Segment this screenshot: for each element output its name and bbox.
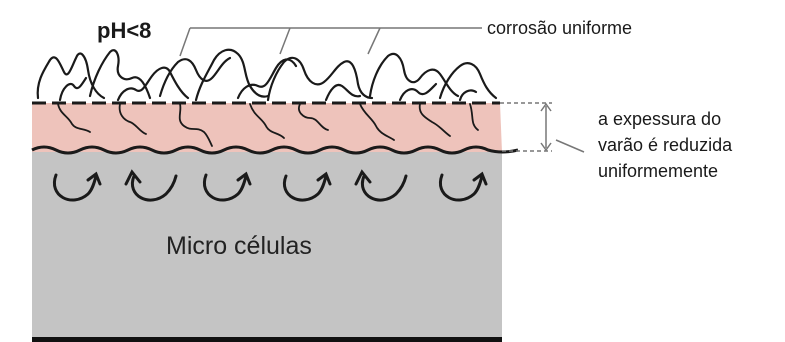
uniform-corrosion-leader — [180, 28, 482, 56]
uniform-corrosion-label: corrosão uniforme — [487, 18, 632, 39]
corrosion-products — [38, 50, 496, 100]
thickness-dimension-marker — [500, 103, 584, 152]
ph-label: pH<8 — [97, 18, 151, 44]
rod-bottom-edge — [32, 337, 502, 342]
thickness-reduction-label: a expessura do varão é reduzida uniforme… — [598, 106, 732, 184]
micro-cells-label: Micro células — [166, 232, 312, 261]
